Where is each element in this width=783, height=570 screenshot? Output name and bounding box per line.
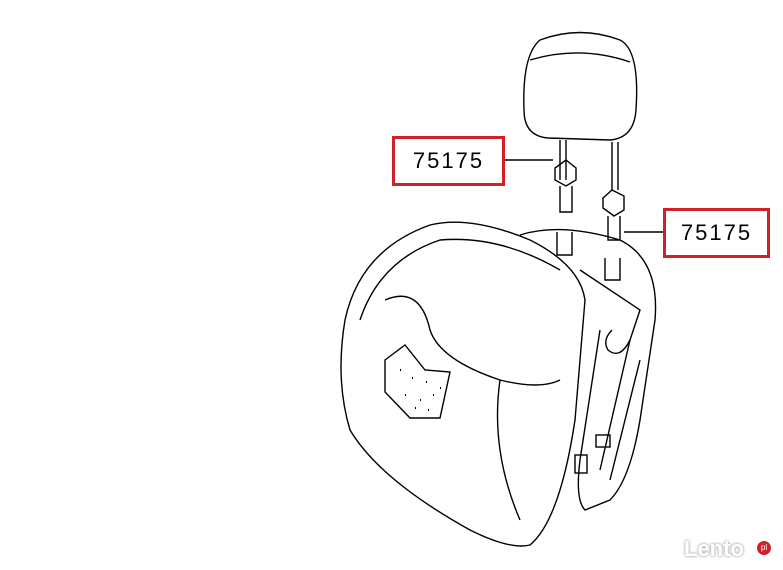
headrest xyxy=(523,31,638,190)
headrest-guide-right xyxy=(602,189,625,241)
seat-back-frame xyxy=(519,228,657,511)
watermark-logo: Lento xyxy=(684,536,744,561)
part-number: 75175 xyxy=(680,220,753,245)
part-callout-75175-left[interactable]: 75175 xyxy=(392,136,505,186)
part-number: 75175 xyxy=(412,148,485,173)
headrest-guide-left xyxy=(554,159,577,213)
leader-lines xyxy=(505,159,663,233)
seat-back-cushion xyxy=(340,221,586,547)
part-callout-75175-right[interactable]: 75175 xyxy=(663,208,770,258)
watermark-badge: pl xyxy=(757,541,771,555)
